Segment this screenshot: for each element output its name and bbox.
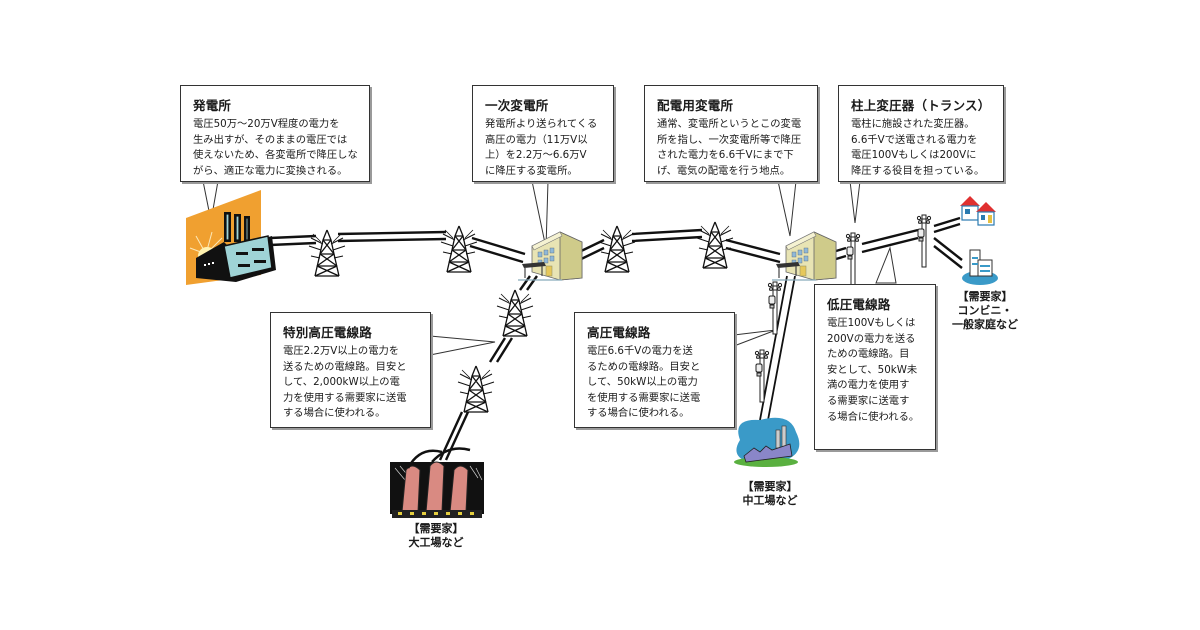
large-factory-icon	[390, 447, 484, 518]
callout-title: 高圧電線路	[587, 325, 651, 340]
callout-title: 一次変電所	[485, 98, 549, 113]
callout-text: 電柱に施設された変圧器。 6.6千Vで送電される電力を 電圧100Vもしくは20…	[851, 118, 985, 177]
callout-pointers	[202, 180, 897, 356]
callout-text: 発電所より送られてくる 高圧の電力（11万V以 上）を2.2万～6.6万V に降…	[485, 118, 598, 177]
callout-distribution-substation: 配電用変電所 通常、変電所というとこの変電 所を指し、一次変電所等で降圧 された…	[644, 85, 818, 182]
callout-pole-transformer: 柱上変圧器（トランス） 電柱に施設された変圧器。 6.6千Vで送電される電力を …	[838, 85, 1004, 182]
power-plant-icon	[186, 190, 276, 285]
utility-pole-transformer-icon	[754, 349, 770, 403]
primary-substation-icon	[517, 231, 583, 281]
transmission-tower-icon	[440, 225, 478, 273]
callout-low-voltage-line: 低圧電線路 電圧100Vもしくは 200Vの電力を送る ための電線路。目 安とし…	[814, 284, 936, 450]
callout-extra-high-voltage-line: 特別高圧電線路 電圧2.2万V以上の電力を 送るための電線路。目安と して、2,…	[270, 312, 431, 428]
callout-title: 柱上変圧器（トランス）	[851, 98, 991, 113]
callout-text: 通常、変電所というとこの変電 所を指し、一次変電所等で降圧 された電力を6.6千…	[657, 118, 802, 177]
callout-high-voltage-line: 高圧電線路 電圧6.6千Vの電力を送 るための電線路。目安と して、50kW以上…	[574, 312, 735, 428]
utility-pole-transformer-icon	[916, 214, 932, 268]
medium-factory-icon	[734, 417, 800, 467]
callout-title: 特別高圧電線路	[283, 325, 372, 340]
callout-text: 電圧2.2万V以上の電力を 送るための電線路。目安と して、2,000kW以上の…	[283, 345, 407, 420]
transmission-tower-icon	[457, 365, 495, 413]
utility-pole-transformer-icon	[845, 232, 861, 286]
house-icon	[960, 196, 996, 226]
callout-title: 配電用変電所	[657, 98, 734, 113]
convenience-store-icon	[962, 249, 998, 285]
customer-label-medium-factory: 【需要家】 中工場など	[742, 480, 798, 507]
callout-title: 低圧電線路	[827, 297, 891, 312]
callout-text: 電圧100Vもしくは 200Vの電力を送る ための電線路。目 安として、50kW…	[827, 317, 920, 423]
distribution-substation-icon	[771, 231, 837, 281]
utility-pole-transformer-icon	[767, 281, 783, 335]
callout-power-plant: 発電所 電圧50万～20万V程度の電力を 生み出すが、そのままの電圧では 使えな…	[180, 85, 370, 182]
transmission-tower-icon	[496, 289, 534, 337]
transmission-tower-icon	[696, 221, 734, 269]
customer-label-large-factory: 【需要家】 大工場など	[408, 522, 464, 549]
callout-title: 発電所	[193, 98, 232, 113]
callout-text: 電圧50万～20万V程度の電力を 生み出すが、そのままの電圧では 使えないため、…	[193, 118, 358, 177]
callout-primary-substation: 一次変電所 発電所より送られてくる 高圧の電力（11万V以 上）を2.2万～6.…	[472, 85, 614, 182]
customer-label-homes: 【需要家】 コンビニ・ 一般家庭など	[952, 290, 1018, 331]
callout-text: 電圧6.6千Vの電力を送 るための電線路。目安と して、50kW以上の電力 を使…	[587, 345, 701, 420]
